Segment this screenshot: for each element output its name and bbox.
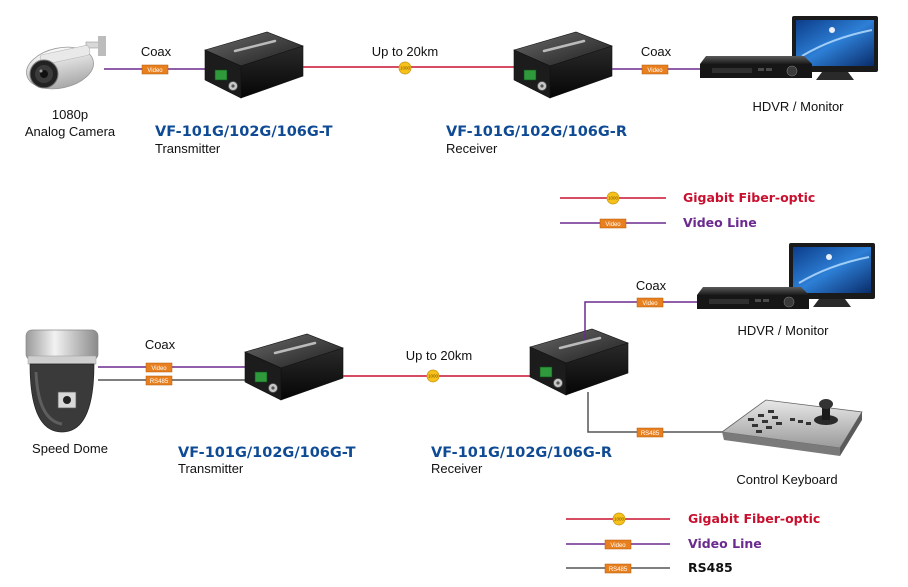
- video-tag: Video: [145, 362, 173, 373]
- rx-role-label: Receiver: [431, 461, 483, 476]
- legend-fiber-label: Gigabit Fiber-optic: [683, 190, 815, 205]
- monitor-label: HDVR / Monitor: [752, 99, 844, 114]
- receiver-device: [512, 30, 614, 100]
- svg-text:Video: Video: [642, 301, 658, 307]
- rs485-line: [587, 392, 730, 433]
- svg-text:Video: Video: [605, 222, 621, 228]
- video-tag: Video: [641, 64, 669, 75]
- transmitter-device: [243, 332, 345, 402]
- svg-text:1000: 1000: [400, 66, 411, 71]
- tx-model-label: VF-101G/102G/106G-T: [178, 445, 356, 461]
- analog-camera-image: [26, 36, 106, 90]
- speed-dome-image: [25, 329, 99, 433]
- svg-text:Video: Video: [151, 366, 167, 372]
- rs485-tag: RS485: [636, 427, 664, 438]
- rs485-tag: RS485: [145, 375, 173, 386]
- coax-label: Coax: [145, 337, 176, 352]
- distance-label: Up to 20km: [372, 44, 438, 59]
- transmitter-device: [203, 30, 305, 100]
- rx-model-label: VF-101G/102G/106G-R: [431, 445, 612, 461]
- rx-model-label: VF-101G/102G/106G-R: [446, 124, 627, 140]
- svg-text:RS485: RS485: [150, 379, 169, 385]
- control-keyboard-image: [720, 399, 863, 456]
- svg-text:Video: Video: [647, 68, 663, 74]
- tx-role-label: Transmitter: [155, 141, 221, 156]
- legend-bottom: 1000 Gigabit Fiber-optic Video Video Lin…: [566, 511, 820, 575]
- legend-rs485-label: RS485: [688, 560, 733, 575]
- svg-text:Video: Video: [147, 68, 163, 74]
- svg-text:1000: 1000: [428, 374, 439, 379]
- coax-label: Coax: [636, 278, 667, 293]
- speed-dome-label: Speed Dome: [32, 441, 108, 456]
- svg-text:1000: 1000: [614, 517, 625, 522]
- tx-model-label: VF-101G/102G/106G-T: [155, 124, 333, 140]
- fiber-dot: 1000: [426, 369, 440, 383]
- coax-label: Coax: [641, 44, 672, 59]
- svg-text:1000: 1000: [608, 196, 619, 201]
- camera-label-line2: Analog Camera: [25, 124, 116, 139]
- top-diagram: 1080p Analog Camera Video Coax 1000 Up t…: [25, 15, 879, 156]
- receiver-device: [528, 327, 630, 397]
- legend-top: 1000 Gigabit Fiber-optic Video Video Lin…: [560, 190, 815, 230]
- bottom-diagram: Speed Dome Video RS485 Coax 1000 Up to 2…: [25, 242, 876, 487]
- monitor-label: HDVR / Monitor: [737, 323, 829, 338]
- camera-label-line1: 1080p: [52, 107, 88, 122]
- svg-text:RS485: RS485: [609, 567, 628, 573]
- fiber-dot: 1000: [398, 61, 412, 75]
- legend-video-label: Video Line: [688, 536, 762, 551]
- distance-label: Up to 20km: [406, 348, 472, 363]
- legend-fiber-label: Gigabit Fiber-optic: [688, 511, 820, 526]
- svg-text:RS485: RS485: [641, 431, 660, 437]
- legend-video-label: Video Line: [683, 215, 757, 230]
- control-keyboard-label: Control Keyboard: [736, 472, 837, 487]
- tx-role-label: Transmitter: [178, 461, 244, 476]
- hdvr-image: [696, 286, 810, 310]
- hdvr-image: [699, 55, 813, 79]
- video-tag: Video: [636, 297, 664, 308]
- video-tag: Video: [141, 64, 169, 75]
- coax-label: Coax: [141, 44, 172, 59]
- svg-text:Video: Video: [610, 543, 626, 549]
- rx-role-label: Receiver: [446, 141, 498, 156]
